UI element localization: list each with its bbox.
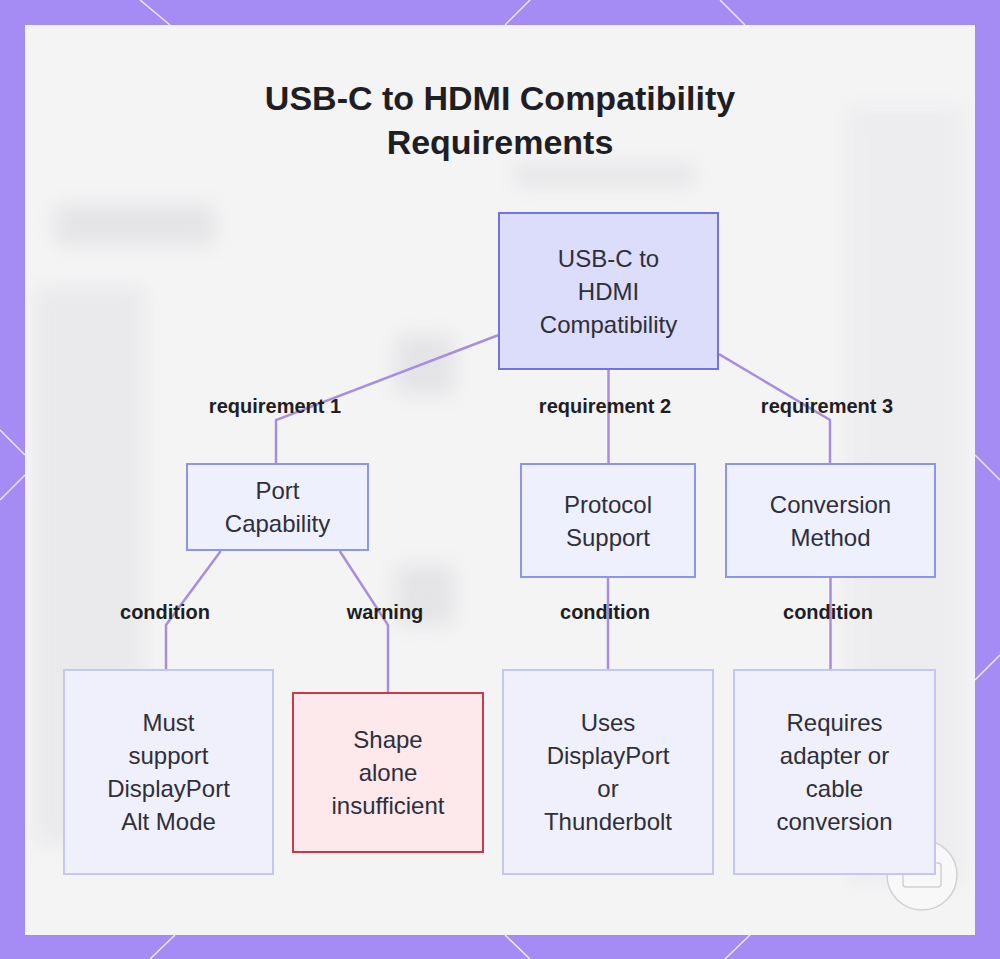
condition-box: Must support DisplayPort Alt Mode — [63, 669, 274, 875]
requirement-box: Port Capability — [186, 463, 369, 551]
node-text: Port Capability — [216, 474, 339, 540]
node-text: Uses DisplayPort or Thunderbolt — [543, 706, 673, 838]
node-text: Protocol Support — [540, 488, 676, 554]
node-text: Conversion Method — [745, 488, 916, 554]
node-text: Must support DisplayPort Alt Mode — [103, 706, 235, 838]
node-text: Shape alone insufficient — [327, 723, 449, 822]
requirement-box: Protocol Support — [520, 463, 696, 578]
edge-label: warning — [347, 600, 424, 624]
connector — [829, 578, 832, 669]
warning-box: Shape alone insufficient — [292, 692, 484, 853]
condition-box: Uses DisplayPort or Thunderbolt — [502, 669, 714, 875]
edge-label: condition — [783, 600, 873, 624]
edge-label: condition — [560, 600, 650, 624]
connector — [607, 578, 610, 669]
edge-label: requirement 2 — [539, 394, 671, 418]
edge-label: requirement 3 — [761, 394, 893, 418]
diagram-title: USB-C to HDMI Compatibility Requirements — [150, 76, 850, 164]
edge-label: requirement 1 — [209, 394, 341, 418]
requirement-box: Conversion Method — [725, 463, 936, 578]
root-box: USB-C to HDMI Compatibility — [498, 212, 719, 370]
edge-label: condition — [120, 600, 210, 624]
node-text: Requires adapter or cable conversion — [765, 706, 905, 838]
node-text: USB-C to HDMI Compatibility — [533, 242, 684, 341]
condition-box: Requires adapter or cable conversion — [733, 669, 936, 875]
